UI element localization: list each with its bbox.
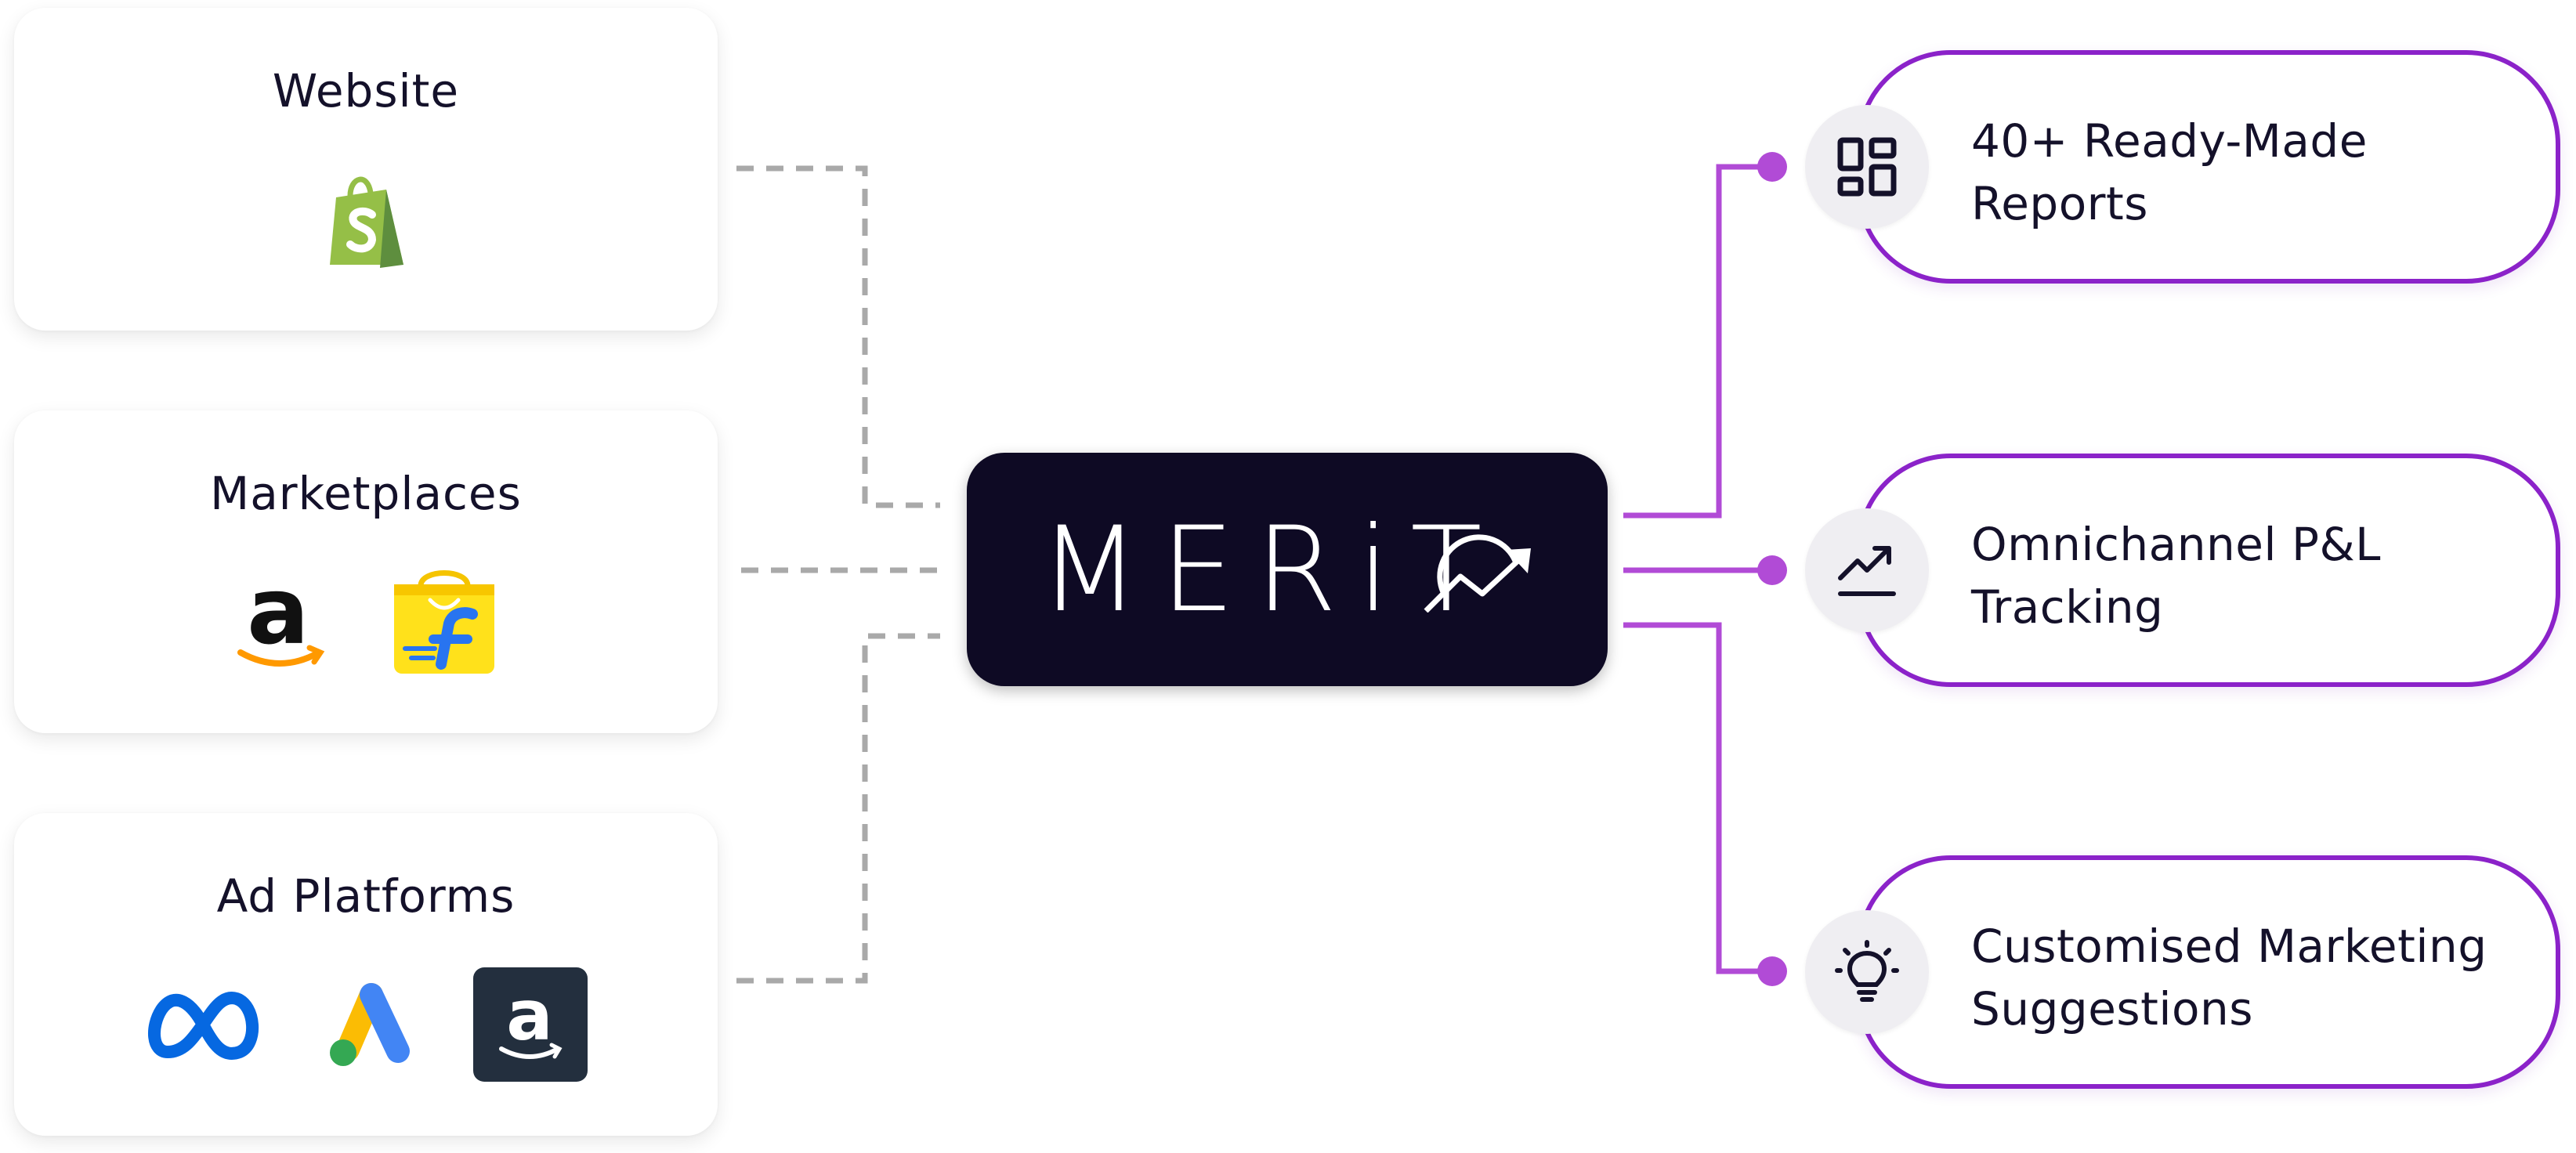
svg-text:a: a <box>506 975 552 1056</box>
merito-logo-text: MERiT <box>1039 502 1503 638</box>
output-text-pl-tracking: Omnichannel P&L Tracking <box>1971 518 2381 634</box>
flipkart-logo <box>394 570 494 674</box>
source-title-ad-platforms: Ad Platforms <box>216 869 516 923</box>
lightbulb-icon <box>1805 910 1929 1034</box>
source-title-marketplaces: Marketplaces <box>210 467 522 520</box>
output-text-suggestions: Customised Marketing Suggestions <box>1971 920 2487 1036</box>
svg-text:a: a <box>247 571 309 665</box>
merito-hub: MERiT <box>967 453 1608 686</box>
dashboard-icon <box>1805 105 1929 229</box>
connector-dot-pl <box>1757 555 1787 585</box>
amazon-ads-logo: a <box>473 967 588 1082</box>
connector-dot-reports <box>1757 152 1787 182</box>
shopify-logo <box>330 176 403 268</box>
dashed-connector-website <box>736 165 940 508</box>
trend-icon <box>1805 508 1929 632</box>
google-ads-logo <box>330 983 410 1066</box>
meta-logo <box>148 992 259 1060</box>
output-card-reports: 40+ Ready-Made Reports <box>1857 50 2560 284</box>
dashed-connector-ads <box>736 633 940 984</box>
source-card-ad-platforms: Ad Platforms a <box>14 813 718 1136</box>
output-card-pl-tracking: Omnichannel P&L Tracking <box>1857 454 2560 687</box>
connector-dot-suggestions <box>1757 956 1787 986</box>
source-title-website: Website <box>272 64 460 117</box>
source-card-website: Website <box>14 8 718 331</box>
source-card-marketplaces: Marketplaces a <box>14 410 718 733</box>
output-card-suggestions: Customised Marketing Suggestions <box>1857 855 2560 1089</box>
purple-connector-suggestions <box>1623 622 1772 974</box>
output-text-reports: 40+ Ready-Made Reports <box>1971 114 2368 230</box>
merito-logo-mark-icon <box>1424 534 1531 613</box>
amazon-logo: a <box>237 571 325 667</box>
purple-connector-reports <box>1623 164 1772 519</box>
